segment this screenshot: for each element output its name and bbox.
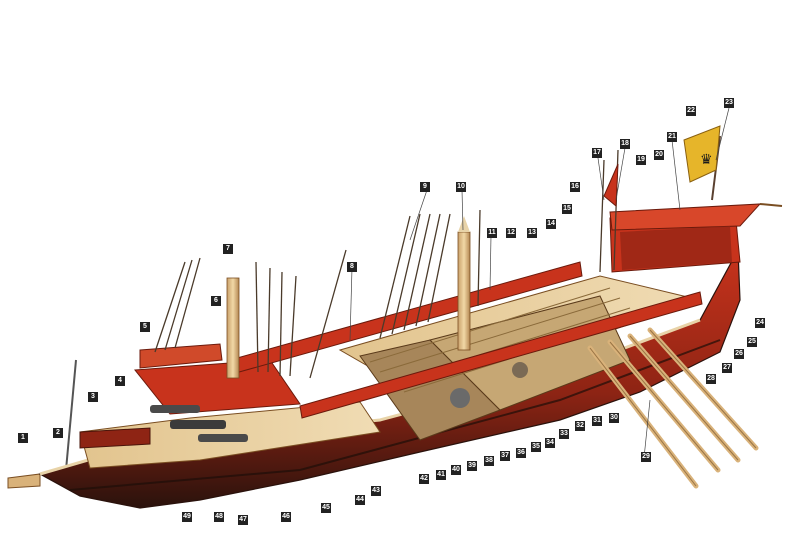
- callout-label-5: 5: [140, 322, 150, 332]
- callout-label-49: 49: [182, 512, 192, 522]
- callout-label-23: 23: [724, 98, 734, 108]
- callout-label-21: 21: [667, 132, 677, 142]
- callout-label-18: 18: [620, 139, 630, 149]
- callout-label-45: 45: [321, 503, 331, 513]
- callout-label-12: 12: [506, 228, 516, 238]
- callout-label-27: 27: [722, 363, 732, 373]
- callout-label-41: 41: [436, 470, 446, 480]
- masts: [226, 216, 471, 379]
- callout-label-48: 48: [214, 512, 224, 522]
- callout-label-42: 42: [419, 474, 429, 484]
- callout-label-33: 33: [559, 429, 569, 439]
- leader-lines: [349, 107, 730, 459]
- callout-label-29: 29: [641, 452, 651, 462]
- pikes: [154, 149, 619, 379]
- ram-spur: [7, 359, 77, 489]
- callout-label-16: 16: [570, 182, 580, 192]
- callout-label-20: 20: [654, 150, 664, 160]
- callout-label-4: 4: [115, 376, 125, 386]
- callout-label-34: 34: [545, 438, 555, 448]
- callout-label-13: 13: [527, 228, 537, 238]
- callout-label-26: 26: [734, 349, 744, 359]
- callout-label-2: 2: [53, 428, 63, 438]
- callout-label-37: 37: [500, 451, 510, 461]
- oars: [587, 327, 759, 489]
- callout-label-38: 38: [484, 456, 494, 466]
- callout-label-46: 46: [281, 512, 291, 522]
- callout-label-6: 6: [211, 296, 221, 306]
- callout-label-40: 40: [451, 465, 461, 475]
- callout-label-11: 11: [487, 228, 497, 238]
- callout-label-35: 35: [531, 442, 541, 452]
- callout-label-17: 17: [592, 148, 602, 158]
- callout-label-19: 19: [636, 155, 646, 165]
- flags: ♛: [603, 125, 721, 208]
- callout-label-31: 31: [592, 416, 602, 426]
- callout-label-25: 25: [747, 337, 757, 347]
- callout-label-24: 24: [755, 318, 765, 328]
- callout-label-47: 47: [238, 515, 248, 525]
- callout-label-28: 28: [706, 374, 716, 384]
- callout-label-3: 3: [88, 392, 98, 402]
- stern-castle: [609, 203, 783, 273]
- callout-label-10: 10: [456, 182, 466, 192]
- callout-label-30: 30: [609, 413, 619, 423]
- callout-label-15: 15: [562, 204, 572, 214]
- callout-label-7: 7: [223, 244, 233, 254]
- callout-label-44: 44: [355, 495, 365, 505]
- callout-label-1: 1: [18, 433, 28, 443]
- callout-label-43: 43: [371, 486, 381, 496]
- callout-label-32: 32: [575, 421, 585, 431]
- bow-cannons: [150, 405, 248, 442]
- callout-label-39: 39: [467, 461, 477, 471]
- double-headed-eagle-icon: ♛: [700, 152, 713, 168]
- callout-label-36: 36: [516, 448, 526, 458]
- callout-label-8: 8: [347, 262, 357, 272]
- callout-label-14: 14: [546, 219, 556, 229]
- callout-label-22: 22: [686, 106, 696, 116]
- callout-label-9: 9: [420, 182, 430, 192]
